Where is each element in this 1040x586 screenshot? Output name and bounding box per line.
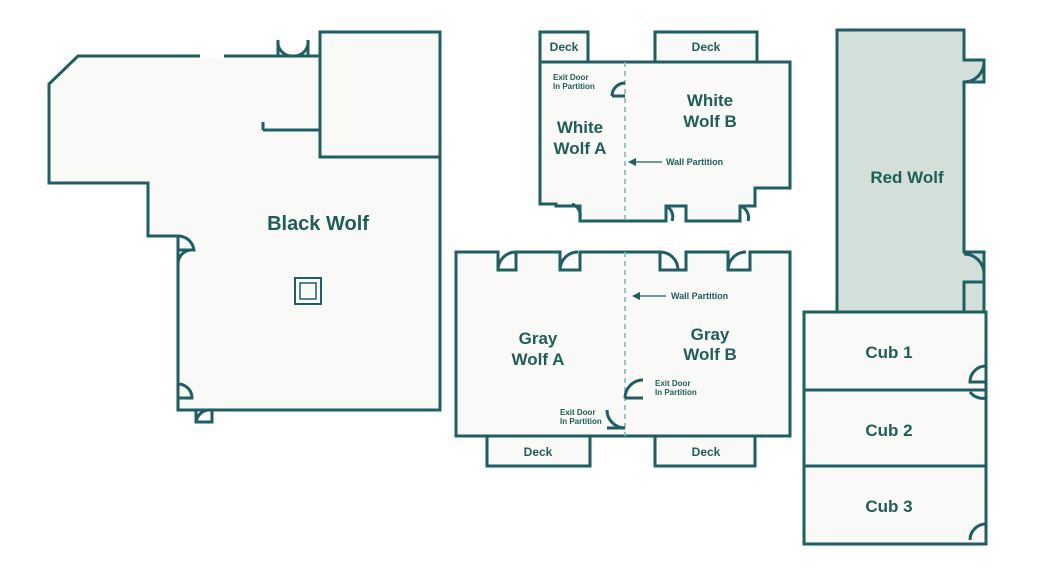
room-label-white-wolf-a-1: White [557,118,603,137]
door-swing-icon [968,390,987,400]
room-label-black-wolf: Black Wolf [267,213,369,235]
door-swing-icon [194,408,214,424]
exit-door-label-gray-b-1: Exit Door [655,379,691,388]
deck-label-gray-right: Deck [692,445,721,459]
door-swing-icon [176,234,196,265]
room-label-white-wolf-b-1: White [687,91,733,110]
door-swing-icon [610,81,626,98]
wall-partition-label-gray: Wall Partition [671,291,728,301]
exit-door-label-gray-b-2: In Partition [655,388,697,397]
door-swing-icon [963,252,986,275]
cub-2-room[interactable] [802,388,988,468]
door-swing-icon [571,202,582,219]
door-swing-icon [659,250,680,271]
room-label-white-wolf-a-2: Wolf A [554,139,607,158]
door-swing-icon [739,204,750,222]
deck-label-white-left: Deck [550,40,579,54]
room-black-wolf[interactable]: Black Wolf [47,30,442,424]
cub-3-room[interactable] [802,464,988,546]
room-label-cub-1: Cub 1 [865,343,912,362]
room-label-gray-wolf-b-1: Gray [691,325,730,344]
room-label-gray-wolf-a-1: Gray [519,329,558,348]
wall-partition-label-white: Wall Partition [666,157,723,167]
room-gray-wolf[interactable]: Deck Deck Exit Door In Partition Exit Do… [454,250,792,468]
door-swing-icon [623,378,644,399]
arrow-head [628,158,636,166]
door-swing-icon [176,382,194,410]
black-wolf-inner-room-wall [318,56,440,159]
deck-white-right[interactable] [653,30,759,64]
exit-door-label-white-1: Exit Door [553,73,589,82]
door-swing-icon [963,61,986,84]
room-white-wolf[interactable]: Deck Deck Exit Door In Partition Wall Pa… [538,30,792,223]
door-swing-icon [293,39,310,58]
room-label-cub-3: Cub 3 [865,497,912,516]
red-wolf-notch [962,280,986,314]
door-swing-icon [665,204,675,222]
door-swing-icon [496,250,517,271]
pillar-icon [294,277,322,305]
gray-wolf-outline [454,250,792,468]
deck-white-left[interactable] [538,30,590,64]
door-swing-icon [968,364,987,384]
arrow-head [632,292,640,300]
white-wolf-outline [538,60,792,223]
door-swing-icon [968,522,987,541]
room-red-wolf[interactable]: Red Wolf [835,28,986,314]
exit-door-label-gray-a-2: In Partition [560,417,602,426]
room-label-white-wolf-b-2: Wolf B [683,112,737,131]
door-swing-icon [276,39,293,58]
room-label-gray-wolf-b-2: Wolf B [683,345,737,364]
door-swing-icon [558,250,579,271]
room-cubs[interactable]: Cub 1 Cub 2 Cub 3 [802,310,988,546]
door-swing-icon [726,250,747,271]
room-label-cub-2: Cub 2 [865,421,912,440]
deck-label-white-right: Deck [692,40,721,54]
exit-door-label-white-2: In Partition [553,82,595,91]
exit-door-label-gray-a-1: Exit Door [560,408,596,417]
deck-label-gray-left: Deck [524,445,553,459]
pillar-inner [299,282,317,300]
room-label-gray-wolf-a-2: Wolf A [512,350,565,369]
room-label-red-wolf: Red Wolf [870,168,944,187]
black-wolf-outline [47,30,442,412]
